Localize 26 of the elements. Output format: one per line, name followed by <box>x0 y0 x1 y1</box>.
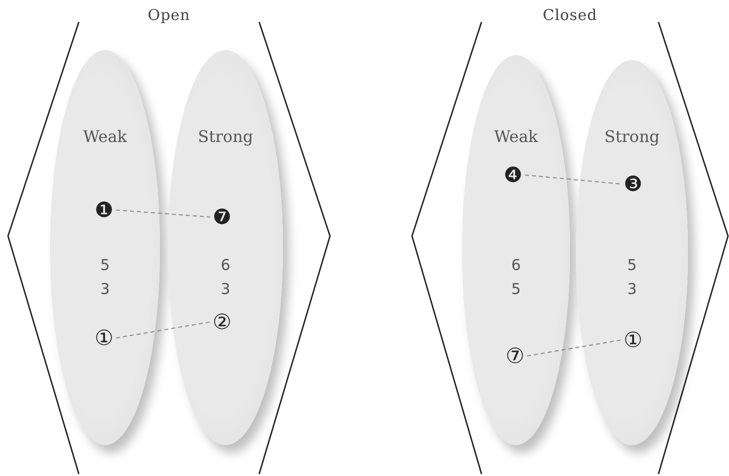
panel-title: Closed <box>542 6 598 24</box>
circled-number: ❶ <box>92 198 116 222</box>
column-heading: Strong <box>198 127 254 146</box>
number: 3 <box>100 279 110 300</box>
number: 5 <box>100 255 110 276</box>
dashed-line <box>526 340 622 356</box>
circled-number: ② <box>210 310 234 334</box>
circled-number: ① <box>621 328 645 352</box>
circled-number: ❸ <box>621 172 645 196</box>
panel-title: Open <box>148 6 190 24</box>
column-heading: Weak <box>494 127 538 146</box>
circled-number: ❹ <box>501 163 525 187</box>
circled-number: ❼ <box>210 205 234 229</box>
dashed-line <box>524 174 622 184</box>
number: 6 <box>511 255 521 276</box>
number: 5 <box>511 279 521 300</box>
dashed-line <box>116 322 210 338</box>
circled-number: ⑦ <box>503 344 527 368</box>
dashed-line <box>116 210 210 218</box>
number: 3 <box>627 279 637 300</box>
column-heading: Strong <box>604 127 660 146</box>
circled-number: ① <box>92 326 116 350</box>
number: 3 <box>220 279 230 300</box>
column-heading: Weak <box>83 127 127 146</box>
number: 6 <box>220 255 230 276</box>
number: 5 <box>627 255 637 276</box>
